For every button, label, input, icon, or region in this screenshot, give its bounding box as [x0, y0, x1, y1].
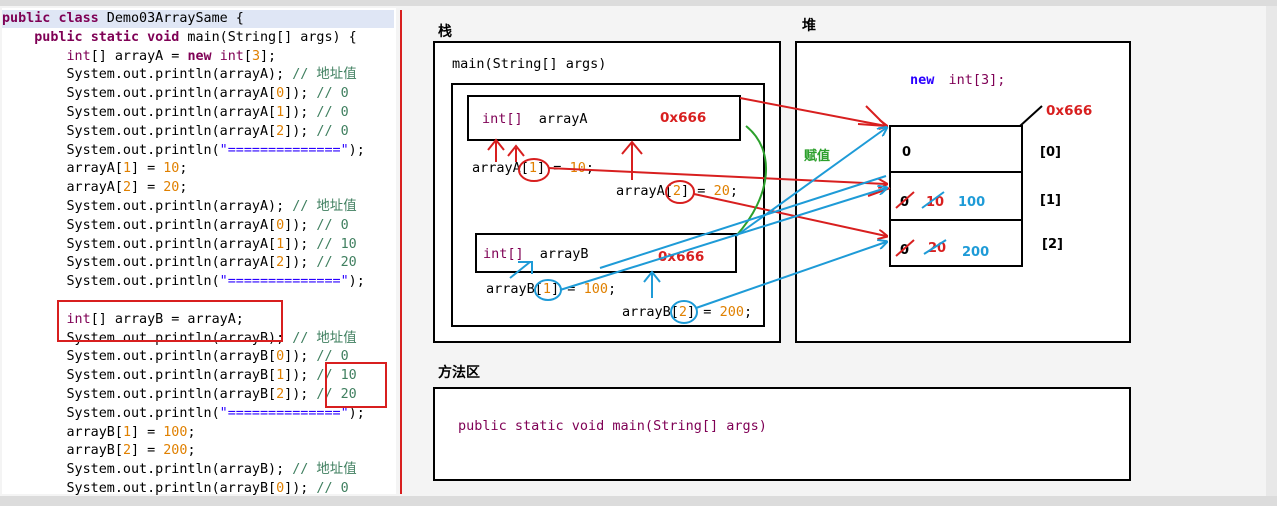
scrollbar-vertical[interactable] — [1266, 6, 1277, 496]
code-line: System.out.println(arrayA[0]); // 0 — [2, 86, 349, 102]
arrayB-index1-arrow — [559, 188, 886, 291]
code-line: System.out.println(arrayA); // 地址值 — [2, 199, 357, 214]
cell2-strike-20 — [923, 239, 947, 255]
cell2-value-200: 200 — [962, 245, 989, 260]
heap-new-expression: new int[3]; — [910, 72, 1005, 88]
arrayB-index2-arrow — [695, 242, 886, 309]
heap-title: 堆 — [802, 17, 816, 34]
cell2-strike-0 — [895, 239, 915, 257]
heap-address-pointer — [1019, 105, 1043, 127]
code-line: System.out.println(arrayA[2]); // 0 — [2, 123, 349, 139]
arrayA-name: arrayA — [539, 111, 588, 127]
arrayA-address: 0x666 — [660, 110, 706, 126]
cell1-value-100: 100 — [958, 195, 985, 210]
code-line: arrayA[1] = 10; — [2, 161, 188, 177]
code-line: public class Demo03ArraySame { — [2, 10, 394, 28]
arrayA-up-arrow-1 — [487, 138, 505, 162]
code-annotations — [57, 300, 387, 408]
cell1-strike-10 — [921, 191, 945, 209]
arrayB-assignment-highlight — [57, 300, 283, 342]
arrayA-index2-arrow — [693, 193, 886, 236]
cell0-index: [0] — [1040, 145, 1061, 160]
cell2-value-20: 20 — [928, 241, 946, 256]
cell1-strike-0 — [895, 191, 915, 209]
arrayA-reference-arrow — [739, 97, 886, 126]
main-frame — [451, 83, 765, 327]
code-line: System.out.println(arrayB[1]); // 10 — [2, 368, 357, 384]
window-top-border — [0, 0, 1277, 6]
cell1-value-initial: 0 — [900, 195, 909, 210]
code-line: System.out.println(arrayB[0]); // 0 — [2, 349, 349, 365]
stmt-arrayB-1: arrayB[1] = 100; — [486, 281, 616, 297]
arrayB-reference-arrow — [735, 128, 886, 237]
heap-array-box — [889, 125, 1023, 267]
stmt-arrayB-2: arrayB[2] = 200; — [622, 304, 752, 320]
code-line: arrayB[2] = 200; — [2, 443, 196, 459]
arrayA-up-arrow-3 — [621, 140, 643, 180]
code-line: int[] arrayB = arrayA; — [66, 311, 244, 327]
heap-address: 0x666 — [1046, 103, 1092, 119]
method-area-content: public static void main(String[] args) — [458, 418, 767, 434]
panel-divider — [400, 10, 402, 494]
code-line: System.out.println(arrayA[2]); // 20 — [2, 255, 357, 271]
code-editor[interactable]: public class Demo03ArraySame { public st… — [2, 8, 396, 496]
code-line: int[] arrayA = new int[3]; — [66, 48, 277, 64]
arrayB-declaration: int[] arrayB — [483, 246, 589, 262]
cell1-index: [1] — [1040, 193, 1061, 208]
code-line: System.out.println(arrayA); // 地址值 — [2, 67, 357, 83]
arrayB-name: arrayB — [540, 246, 589, 262]
code-line: System.out.println(arrayB[2]); // 20 — [2, 387, 357, 402]
arrayA-declaration: int[] arrayA — [482, 111, 588, 127]
assign-label: 赋值 — [804, 148, 830, 164]
arrayB-type: int[] — [483, 246, 524, 262]
arrayA-up-arrow-2 — [507, 144, 525, 162]
code-line: arrayB[1] = 100; — [2, 424, 196, 440]
method-area-region — [433, 387, 1131, 481]
main-frame-label: main(String[] args) — [452, 56, 606, 72]
arrayB-small-arrow — [509, 261, 533, 279]
assign-curve — [735, 125, 767, 237]
arrayA-index1-arrow — [547, 167, 886, 184]
code-line: System.out.println("=============="); — [2, 405, 365, 421]
code-line: System.out.println("=============="); — [2, 142, 365, 158]
code-line: System.out.println(arrayB); // 地址值 — [2, 462, 357, 478]
cell1-value-10: 10 — [926, 195, 944, 210]
cell2-value-initial: 0 — [900, 243, 909, 258]
code-line: arrayA[2] = 20; — [2, 180, 188, 196]
stmt-arrayA-1: arrayA[1] = 10; — [472, 160, 594, 176]
stack-region — [433, 41, 781, 343]
arrayB-up-arrow — [643, 270, 661, 298]
arrayA-variable-box — [467, 95, 741, 141]
arrayB-extra-arrow — [599, 175, 887, 269]
arrayB-variable-box — [475, 233, 737, 273]
code-line: System.out.println(arrayA[1]); // 10 — [2, 236, 357, 252]
cell2-index: [2] — [1042, 237, 1063, 252]
code-line: System.out.println(arrayA[1]); // 0 — [2, 105, 349, 120]
stack-title: 栈 — [438, 23, 452, 40]
arrayB-index2-circle — [670, 300, 698, 324]
stmt-arrayA-2: arrayA[2] = 20; — [616, 183, 738, 199]
arrayA-index2-circle — [665, 180, 695, 204]
code-line: System.out.println(arrayB[0]); // 0 — [2, 481, 349, 496]
arrayA-type: int[] — [482, 111, 523, 127]
heap-region — [795, 41, 1131, 343]
code-line: System.out.println(arrayA[0]); // 0 — [2, 217, 349, 233]
code-line: public static void main(String[] args) { — [34, 29, 357, 45]
code-line: System.out.println("=============="); — [2, 274, 365, 290]
method-area-title: 方法区 — [438, 364, 480, 381]
arrayB-address: 0x666 — [658, 249, 704, 265]
results-highlight — [325, 362, 387, 408]
scrollbar-horizontal[interactable] — [0, 496, 1277, 506]
cell0-value: 0 — [902, 145, 911, 160]
arrayA-index1-circle — [518, 158, 550, 182]
